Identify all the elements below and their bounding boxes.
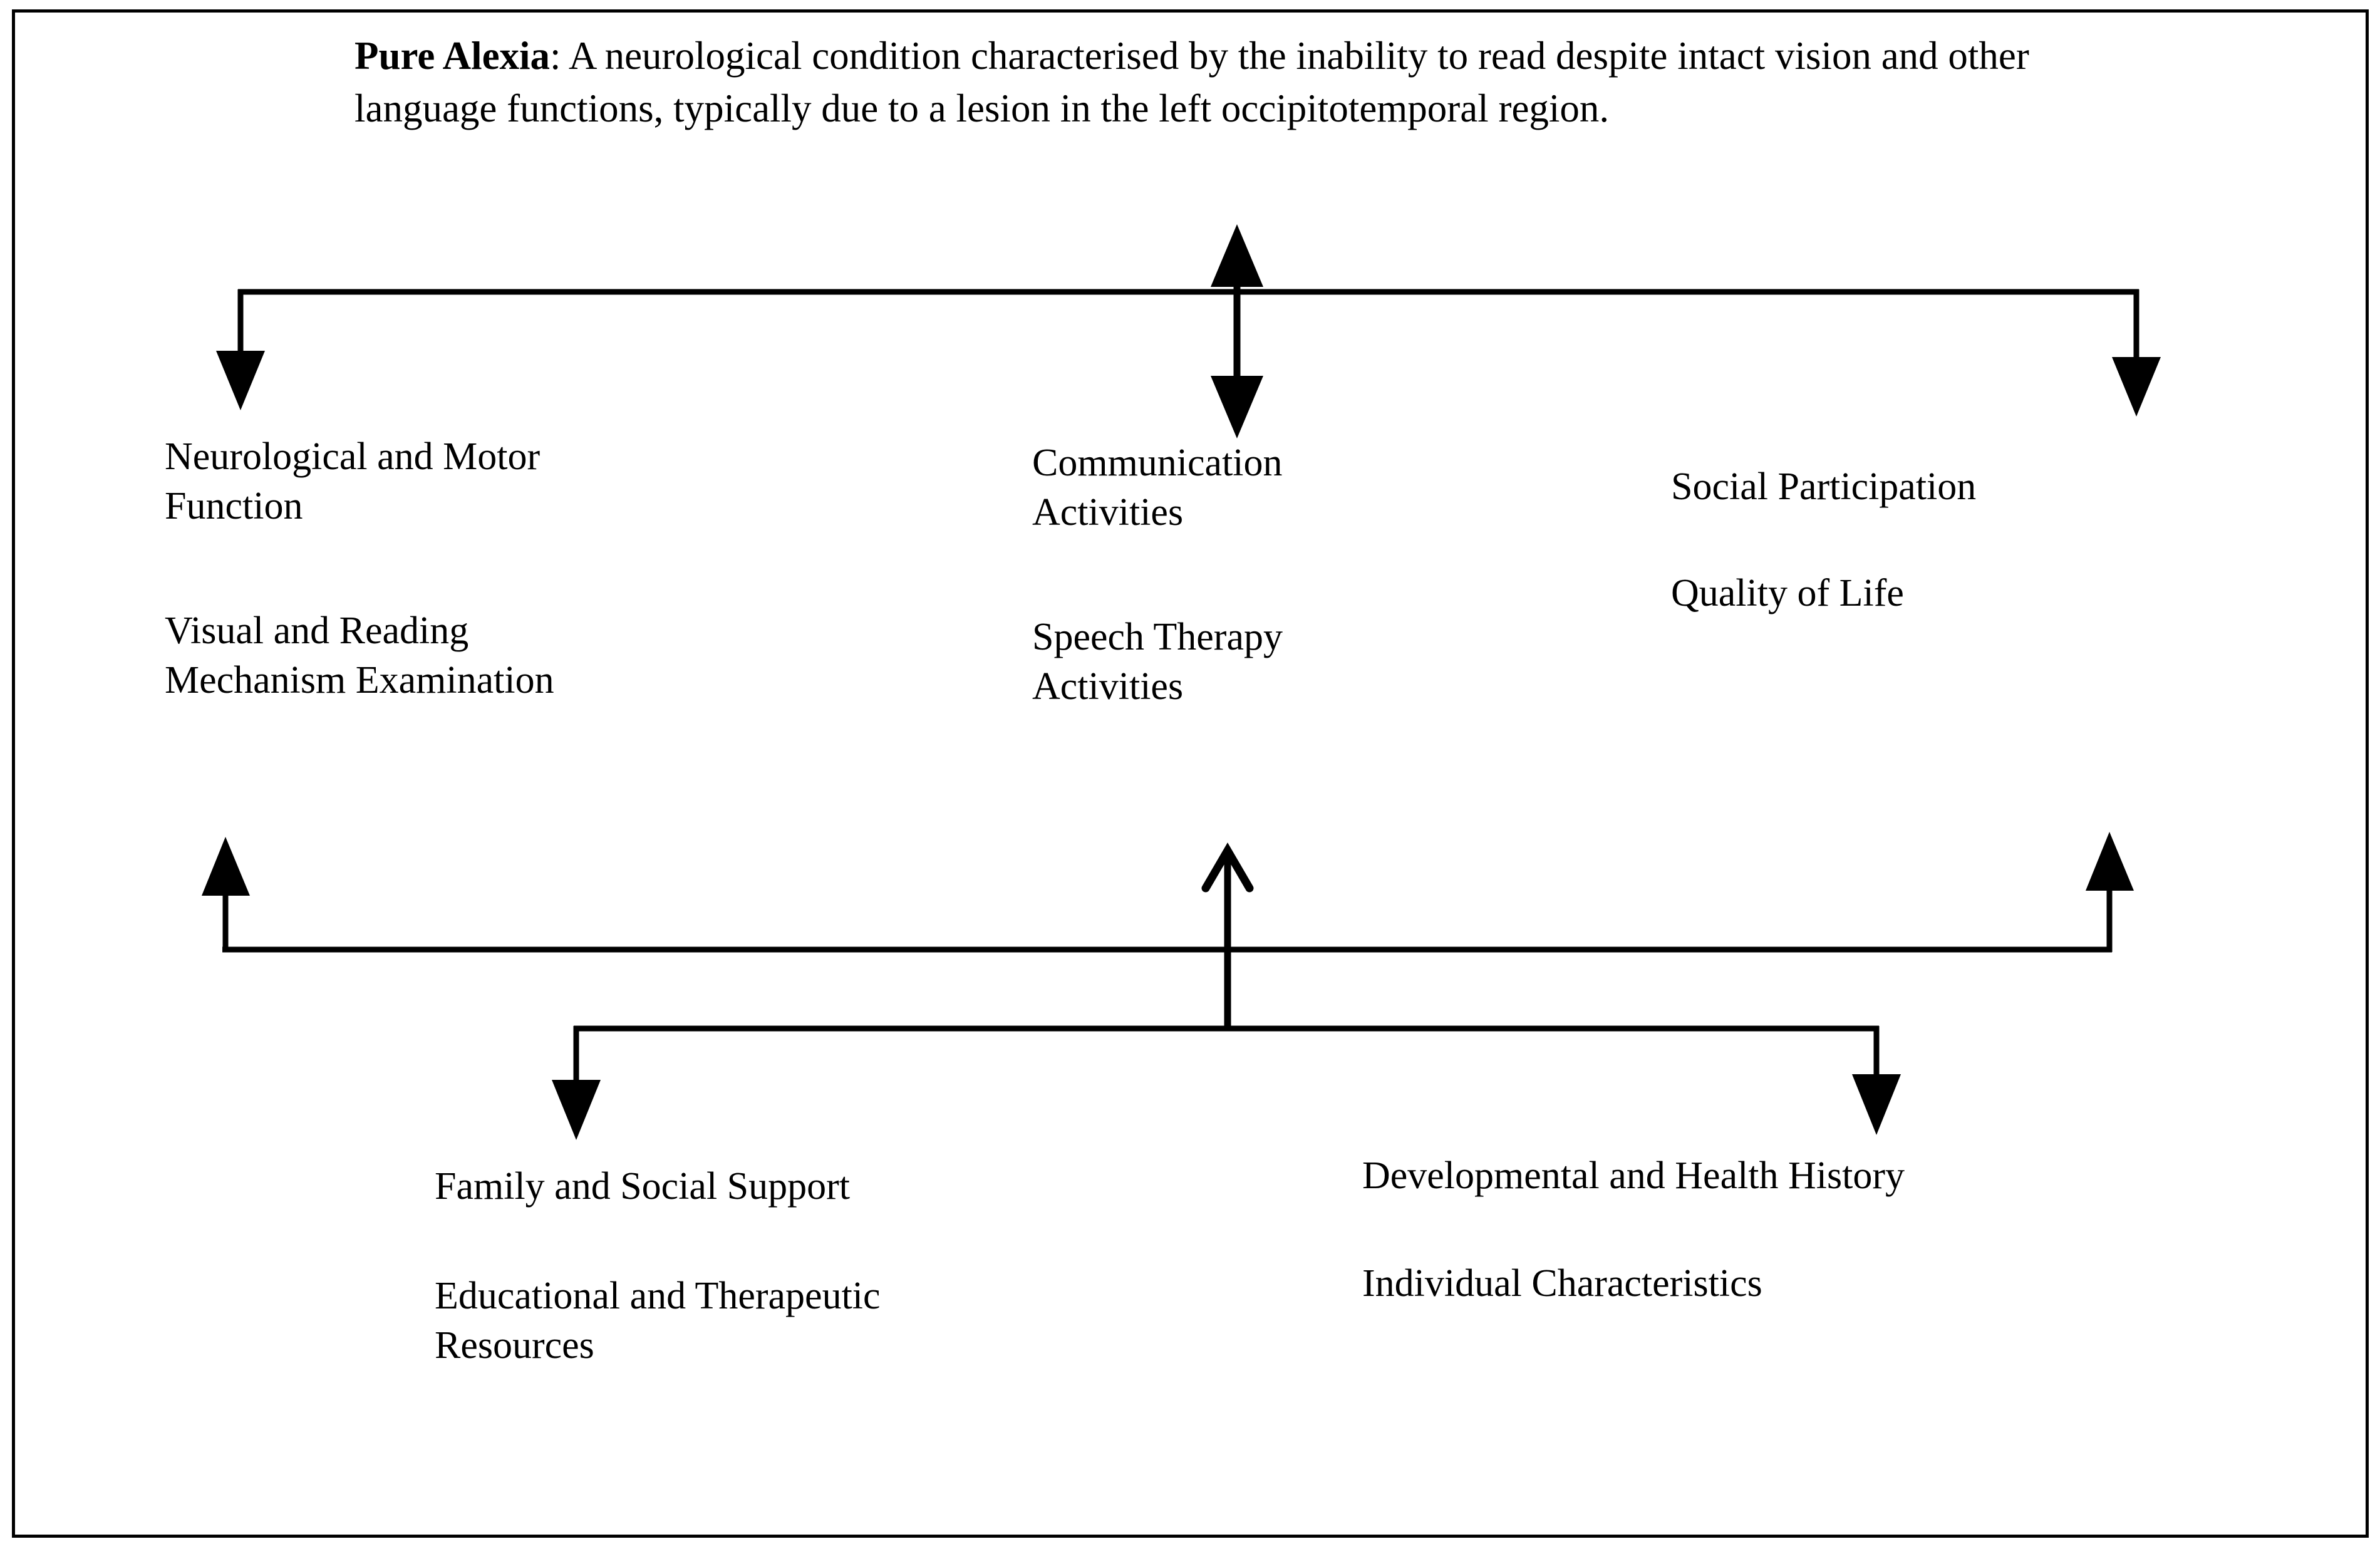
node-family-and-social-support: Family and Social Support: [435, 1165, 851, 1208]
node-speech-therapy-activities: Speech Therapy Activities: [1032, 616, 1283, 708]
node-social-participation: Social Participation: [1671, 465, 1977, 508]
node-neurological-and-motor-function: Neurological and Motor Function: [165, 435, 541, 528]
node-communication-activities: Communication Activities: [1032, 442, 1283, 534]
definition-paragraph: Pure Alexia: A neurological condition ch…: [354, 30, 2046, 135]
definition-body: : A neurological condition characterised…: [354, 34, 2039, 130]
node-developmental-and-health-history: Developmental and Health History: [1362, 1154, 1905, 1197]
definition-term: Pure Alexia: [354, 34, 551, 78]
node-quality-of-life: Quality of Life: [1671, 572, 1904, 614]
node-individual-characteristics: Individual Characteristics: [1362, 1262, 1762, 1305]
node-educational-and-therapeutic-resources: Educational and Therapeutic Resources: [435, 1275, 881, 1367]
node-visual-and-reading-mechanism-examination: Visual and Reading Mechanism Examination: [165, 609, 554, 702]
figure-border: [12, 9, 2369, 1538]
